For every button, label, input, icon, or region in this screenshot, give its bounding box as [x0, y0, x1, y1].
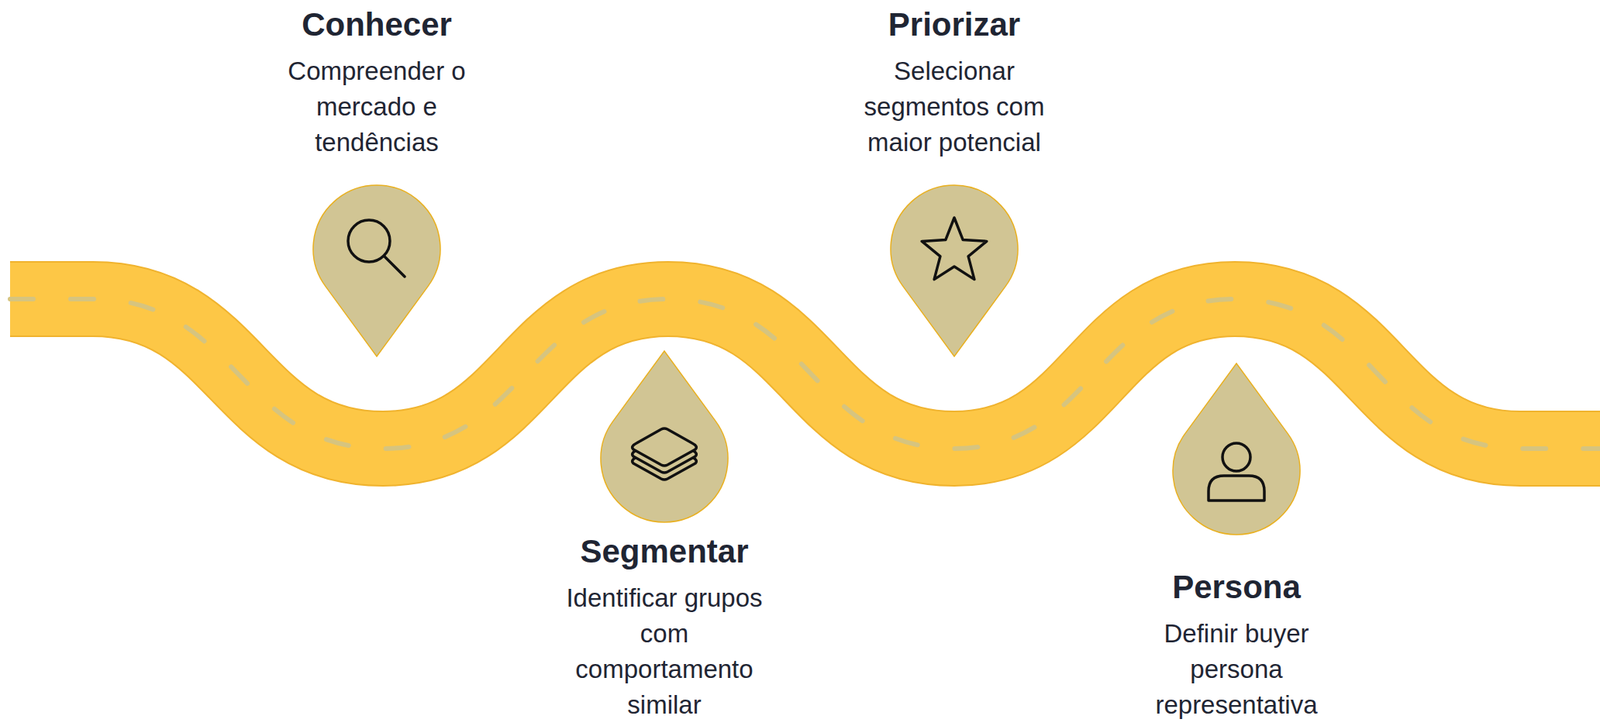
person-body: [1208, 475, 1265, 501]
layers-icon: [632, 428, 697, 466]
star-icon: [921, 217, 987, 280]
step-title: Persona: [1172, 568, 1301, 607]
step-description: Compreender o mercado e tendências: [260, 53, 494, 161]
step-title: Segmentar: [579, 532, 749, 572]
step-description: Selecionar segmentos com maior potencial: [837, 53, 1071, 161]
pin-marker: [888, 183, 1021, 359]
pin-marker: [310, 183, 443, 359]
pin-shape: [600, 351, 728, 523]
magnifier-handle: [384, 256, 405, 277]
map-pin-step: PriorizarSelecionar segmentos com maior …: [806, 5, 1102, 359]
pin-shape: [1172, 363, 1300, 535]
step-title: Priorizar: [888, 5, 1021, 45]
map-pin-step: PersonaDefinir buyer persona representat…: [1089, 362, 1384, 724]
map-pin-step: ConhecerCompreender o mercado e tendênci…: [229, 5, 525, 359]
pin-marker: [1170, 362, 1303, 538]
pin-shape: [313, 185, 441, 357]
step-description: Definir buyer persona representativa: [1120, 616, 1353, 724]
pin-shape: [890, 185, 1018, 357]
step-title: Conhecer: [301, 5, 452, 45]
road-surface: [10, 299, 1600, 449]
map-pin-step: SegmentarIdentificar grupos com comporta…: [517, 349, 812, 724]
road-dashes: [10, 299, 1600, 449]
person-head: [1222, 443, 1251, 472]
step-description: Identificar grupos com comportamento sim…: [548, 580, 781, 724]
pin-marker: [598, 349, 731, 525]
road-edge: [10, 299, 1600, 449]
